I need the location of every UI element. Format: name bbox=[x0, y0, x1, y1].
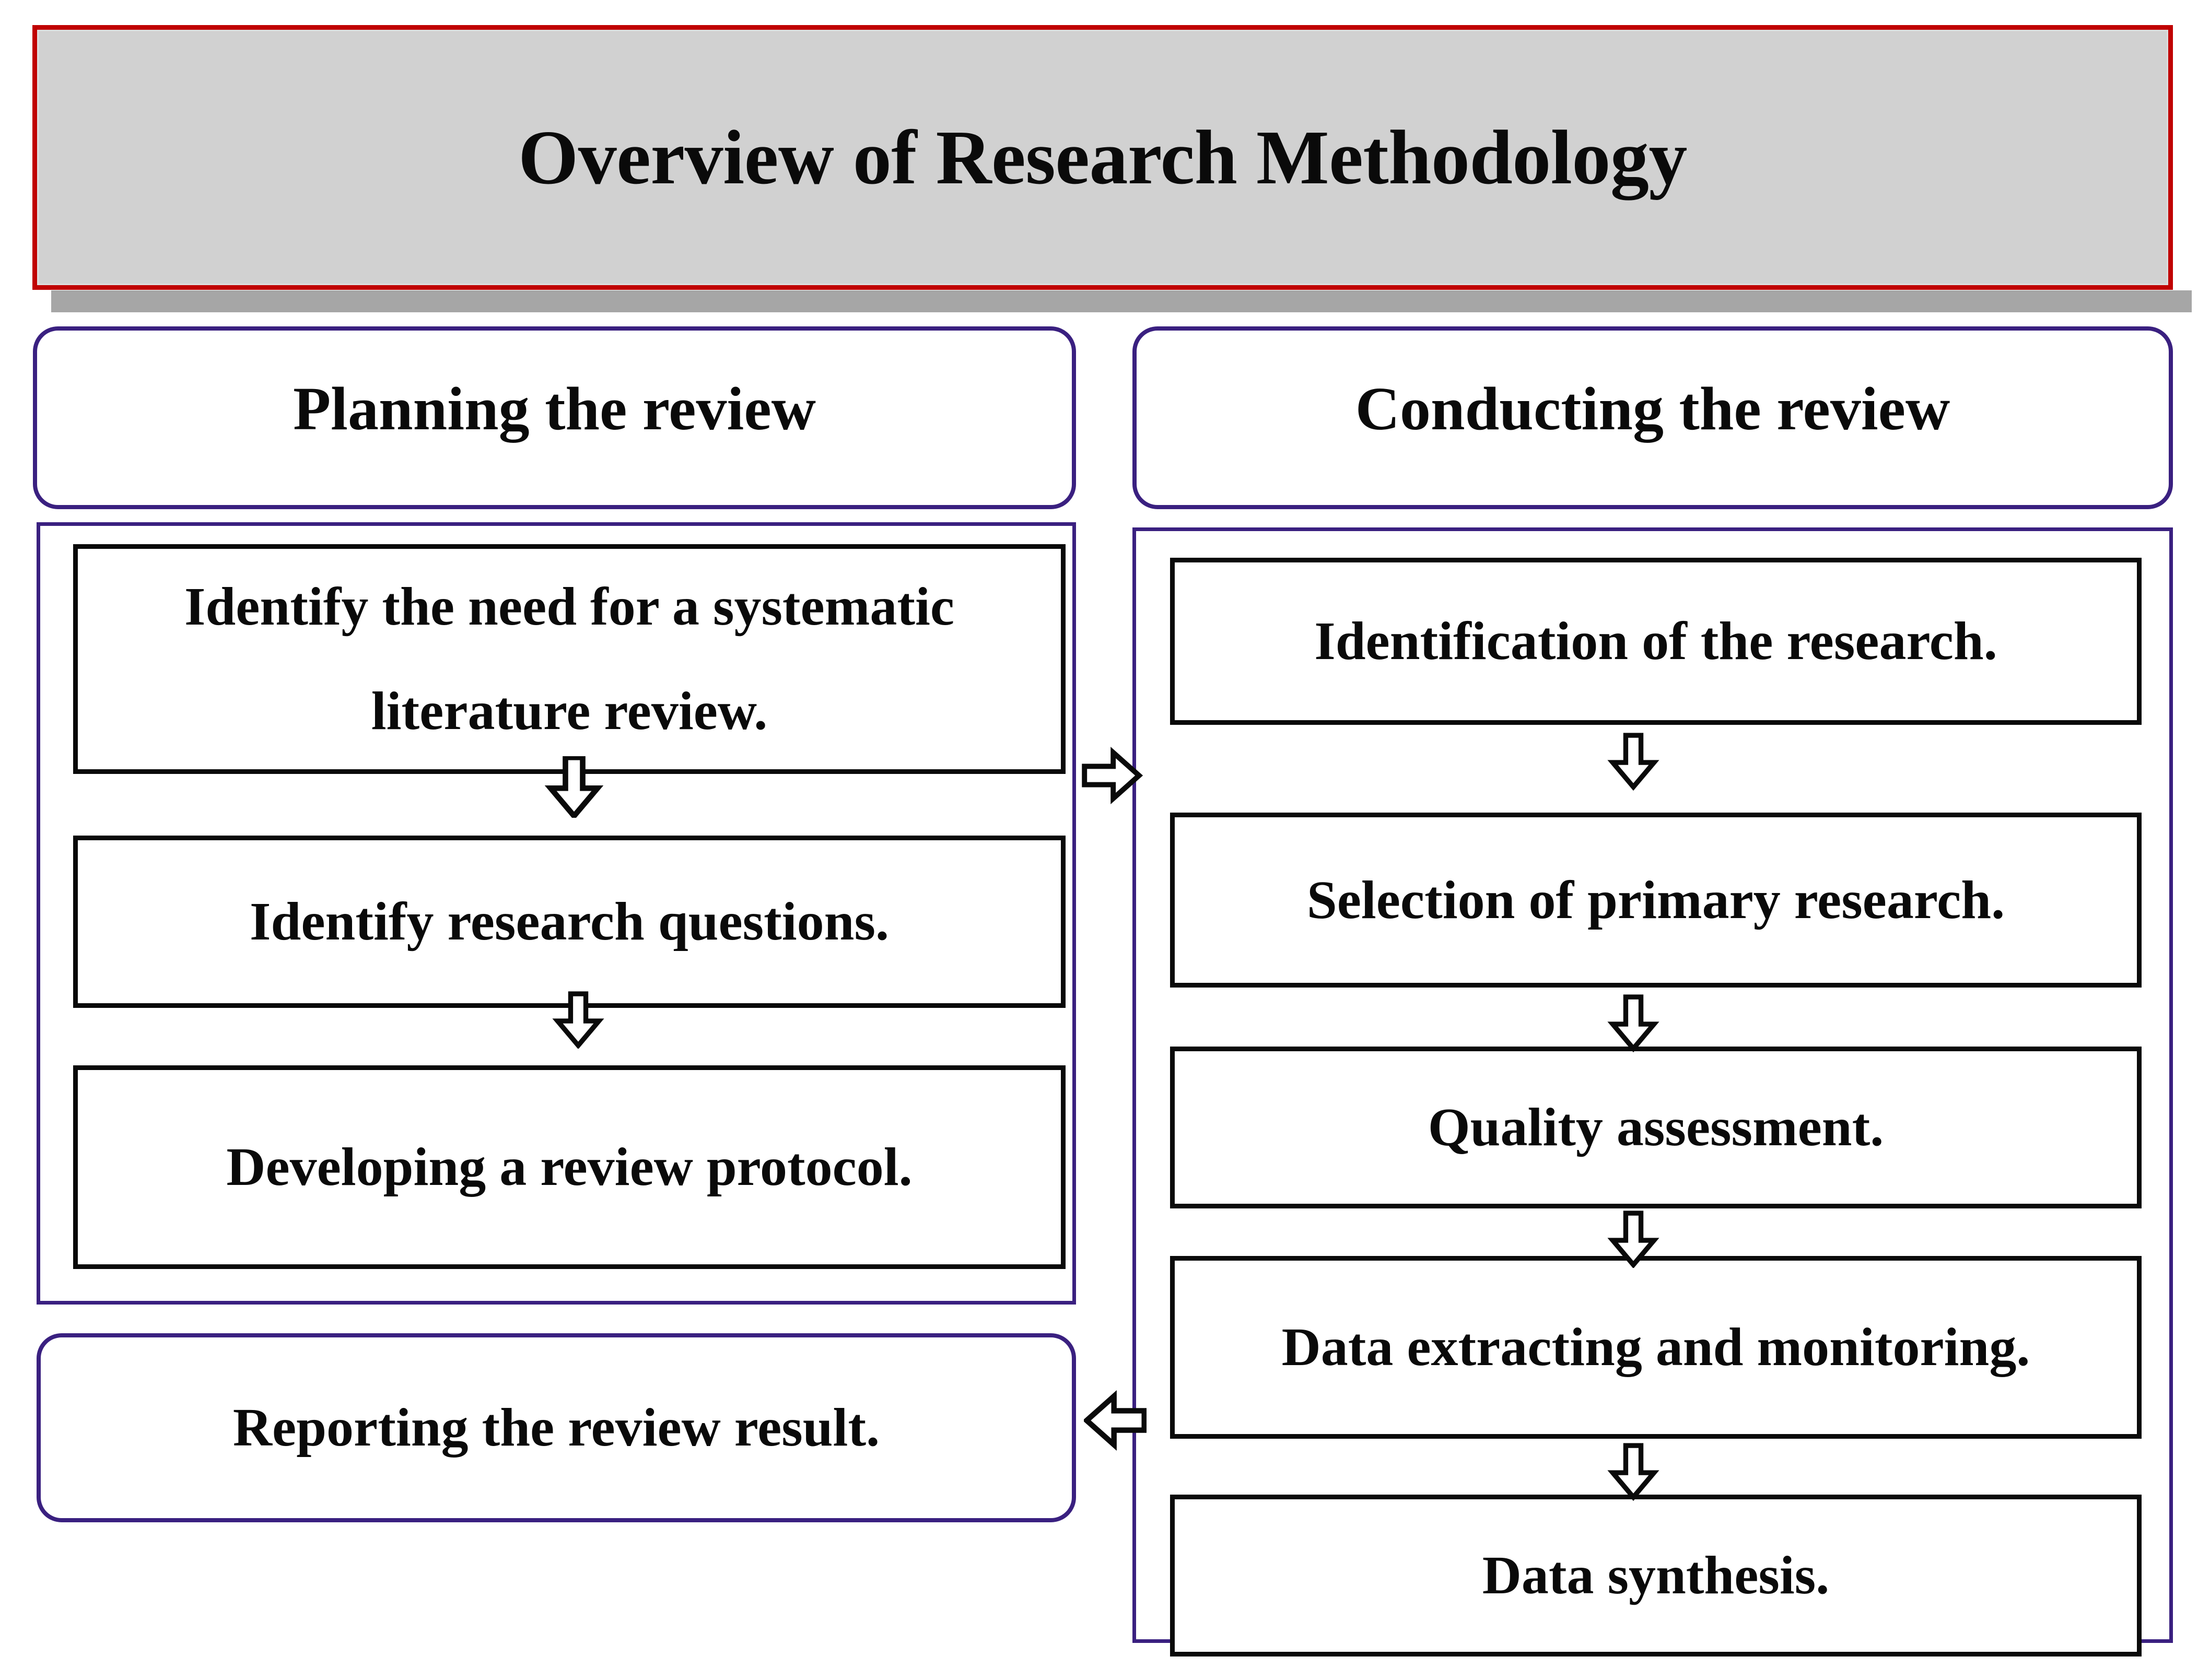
process-box-reporting-result-label: Reporting the review result. bbox=[232, 1397, 880, 1458]
process-box-data-extracting-monitoring-label: Data extracting and monitoring. bbox=[1281, 1317, 2030, 1378]
column-header-conducting: Conducting the review bbox=[1132, 326, 2173, 509]
column-header-planning-label: Planning the review bbox=[293, 374, 816, 443]
arrow-down-icon bbox=[1606, 992, 1661, 1054]
process-box-data-synthesis: Data synthesis. bbox=[1170, 1495, 2142, 1656]
process-box-data-synthesis-label: Data synthesis. bbox=[1482, 1545, 1830, 1606]
process-box-identify-questions: Identify research questions. bbox=[73, 836, 1066, 1008]
process-box-quality-assessment-label: Quality assessment. bbox=[1428, 1097, 1884, 1158]
arrow-right-icon bbox=[1081, 747, 1143, 804]
arrow-left-icon bbox=[1084, 1390, 1147, 1451]
process-box-identify-need: Identify the need for a systematic liter… bbox=[73, 544, 1066, 774]
process-box-identify-questions-label: Identify research questions. bbox=[250, 891, 889, 952]
process-box-selection-primary-research: Selection of primary research. bbox=[1170, 813, 2142, 988]
column-header-planning: Planning the review bbox=[33, 326, 1076, 509]
page-title: Overview of Research Methodology bbox=[518, 114, 1687, 201]
arrow-down-icon bbox=[1606, 730, 1661, 793]
column-header-conducting-label: Conducting the review bbox=[1355, 374, 1950, 443]
process-box-identify-need-label: Identify the need for a systematic liter… bbox=[184, 577, 955, 741]
process-box-identification-research: Identification of the research. bbox=[1170, 558, 2142, 725]
process-box-selection-primary-research-label: Selection of primary research. bbox=[1306, 870, 2005, 930]
arrow-down-icon bbox=[543, 756, 605, 818]
process-box-quality-assessment: Quality assessment. bbox=[1170, 1047, 2142, 1208]
arrow-down-icon bbox=[551, 991, 605, 1049]
process-box-review-protocol-label: Developing a review protocol. bbox=[226, 1137, 913, 1197]
process-box-review-protocol: Developing a review protocol. bbox=[73, 1065, 1066, 1269]
arrow-down-icon bbox=[1606, 1211, 1661, 1268]
title-banner: Overview of Research Methodology bbox=[32, 25, 2173, 290]
title-banner-shadow bbox=[51, 290, 2192, 312]
process-box-data-extracting-monitoring: Data extracting and monitoring. bbox=[1170, 1256, 2142, 1439]
arrow-down-icon bbox=[1606, 1442, 1661, 1501]
process-box-identification-research-label: Identification of the research. bbox=[1314, 611, 1997, 672]
process-box-reporting-result: Reporting the review result. bbox=[37, 1333, 1076, 1522]
